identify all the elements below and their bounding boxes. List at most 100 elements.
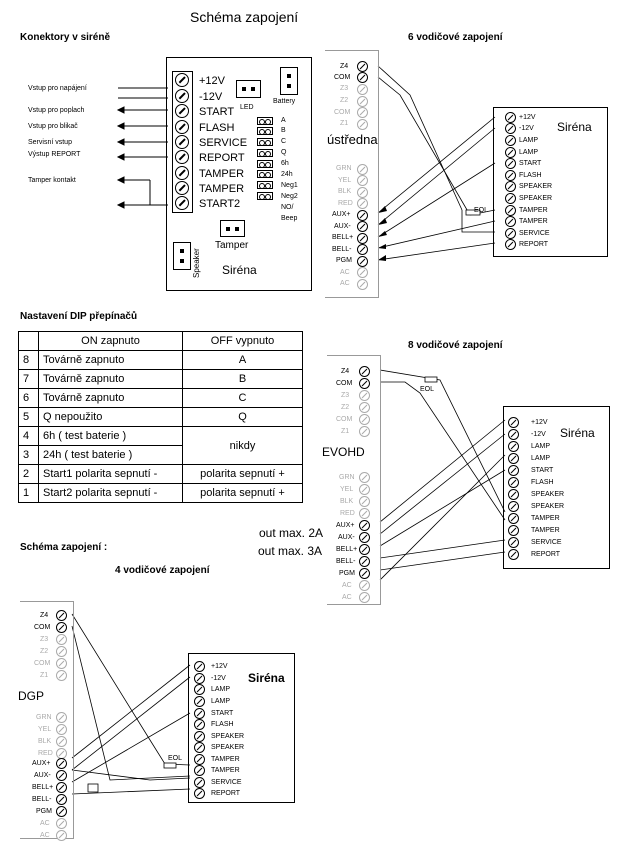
dip-off-never: nikdy [182,426,303,465]
screw-terminal-icon [56,794,67,805]
screw-terminal-icon [56,658,67,669]
screw-terminal-icon [175,89,189,103]
board-siren-label: Siréna [222,263,257,277]
jumper-label: Beep [281,215,298,222]
jumper-pin [257,160,273,168]
dip-off-value: C [182,388,303,408]
panel-terminal-label: COM [336,416,353,423]
dip-header-row: ON zapnuto OFF vypnuto [18,331,303,351]
board-terminal-label: SERVICE [199,137,248,149]
screw-terminal-icon [505,147,516,158]
dip-number: 7 [18,369,39,389]
siren-terminal-label: START [211,710,234,717]
screw-terminal-icon [359,484,370,495]
screw-terminal-icon [359,544,370,555]
panel-terminal-label: BELL+ [32,784,54,791]
screw-terminal-icon [359,414,370,425]
siren-terminal-label: REPORT [211,790,241,797]
siren-terminal-label: TAMPER [211,756,240,763]
screw-terminal-icon [359,592,370,603]
screw-terminal-icon [508,501,519,512]
screw-terminal-icon [359,496,370,507]
screw-terminal-icon [359,508,370,519]
panel-terminal-label: BELL- [336,558,356,565]
siren-terminal-label: LAMP [531,443,551,450]
screw-terminal-icon [56,770,67,781]
screw-terminal-icon [508,417,519,428]
panel-terminal-label: AUX- [338,534,355,541]
screw-terminal-icon [357,256,368,267]
screw-terminal-icon [56,736,67,747]
input-label-service: Servisní vstup [28,139,72,146]
screw-terminal-icon [508,429,519,440]
siren-terminal-label: -12V [211,675,226,682]
panel-terminal-label: YEL [338,177,352,184]
panel-terminal-label: AC [40,820,50,827]
screw-terminal-icon [175,120,189,134]
screw-terminal-icon [56,610,67,621]
panel-terminal-label: Z3 [341,392,350,399]
screw-terminal-icon [357,244,368,255]
siren-terminal-label: LAMP [211,698,231,705]
led-label: LED [240,104,254,111]
siren-terminal-label: REPORT [519,241,549,248]
eight-wire-siren-label: Siréna [560,426,595,440]
panel-terminal-label: RED [340,510,355,517]
screw-terminal-icon [359,402,370,413]
screw-terminal-icon [194,696,205,707]
input-label-power: Vstup pro napájení [28,85,87,92]
screw-terminal-icon [508,513,519,524]
screw-terminal-icon [194,742,205,753]
output-label-report: Výstup REPORT [28,151,81,158]
siren-terminal-label: TAMPER [531,515,560,522]
panel-terminal-label: RED [38,750,53,757]
screw-terminal-icon [175,104,189,118]
siren-terminal-label: REPORT [531,551,561,558]
screw-terminal-icon [357,107,368,118]
panel-terminal-label: Z3 [340,85,349,92]
dip-row: 3 24h ( test baterie ) [18,445,303,465]
dip-cell [18,331,39,351]
jumper-pin [257,192,273,200]
panel-terminal-label: BELL- [332,246,352,253]
screw-terminal-icon [359,366,370,377]
six-wire-eol-label: EOL [474,207,489,214]
screw-terminal-icon [505,239,516,250]
jumper-pin [257,170,273,178]
siren-terminal-label: SPEAKER [211,744,245,751]
jumper-label: Neg1 [281,182,298,189]
dip-row: 6 Továrně zapnuto C [18,388,303,408]
panel-terminal-label: GRN [336,165,352,172]
screw-terminal-icon [359,568,370,579]
board-terminal-label: START [199,106,235,118]
panel-terminal-label: COM [334,74,351,81]
screw-terminal-icon [56,830,67,841]
dip-number: 4 [18,426,39,446]
siren-terminal-label: TAMPER [211,767,240,774]
panel-terminal-label: AC [342,594,352,601]
board-terminal-label: START2 [199,198,241,210]
siren-terminal-label: SERVICE [531,539,562,546]
jumper-label: NO/ [281,204,294,211]
screw-terminal-icon [56,712,67,723]
jumper-label: 6h [281,160,289,167]
screw-terminal-icon [505,112,516,123]
screw-terminal-icon [357,279,368,290]
panel-terminal-label: Z1 [40,672,49,679]
dip-on-value: Q nepoužito [38,407,183,427]
dip-off-value: polarita sepnutí + [182,464,303,484]
four-wire-heading: 4 vodičové zapojení [115,565,210,576]
eight-wire-heading: 8 vodičové zapojení [408,340,503,351]
screw-terminal-icon [357,198,368,209]
panel-terminal-label: Z1 [341,428,350,435]
panel-terminal-label: Z1 [340,120,349,127]
dip-row: 5 Q nepoužito Q [18,407,303,427]
tamper-connector [220,220,245,237]
screw-terminal-icon [505,216,516,227]
screw-terminal-icon [56,646,67,657]
board-terminal-label: +12V [199,75,225,87]
jumper-label: B [281,127,286,134]
dip-row: 8 Továrně zapnuto A [18,350,303,370]
screw-terminal-icon [505,181,516,192]
dip-number: 8 [18,350,39,370]
